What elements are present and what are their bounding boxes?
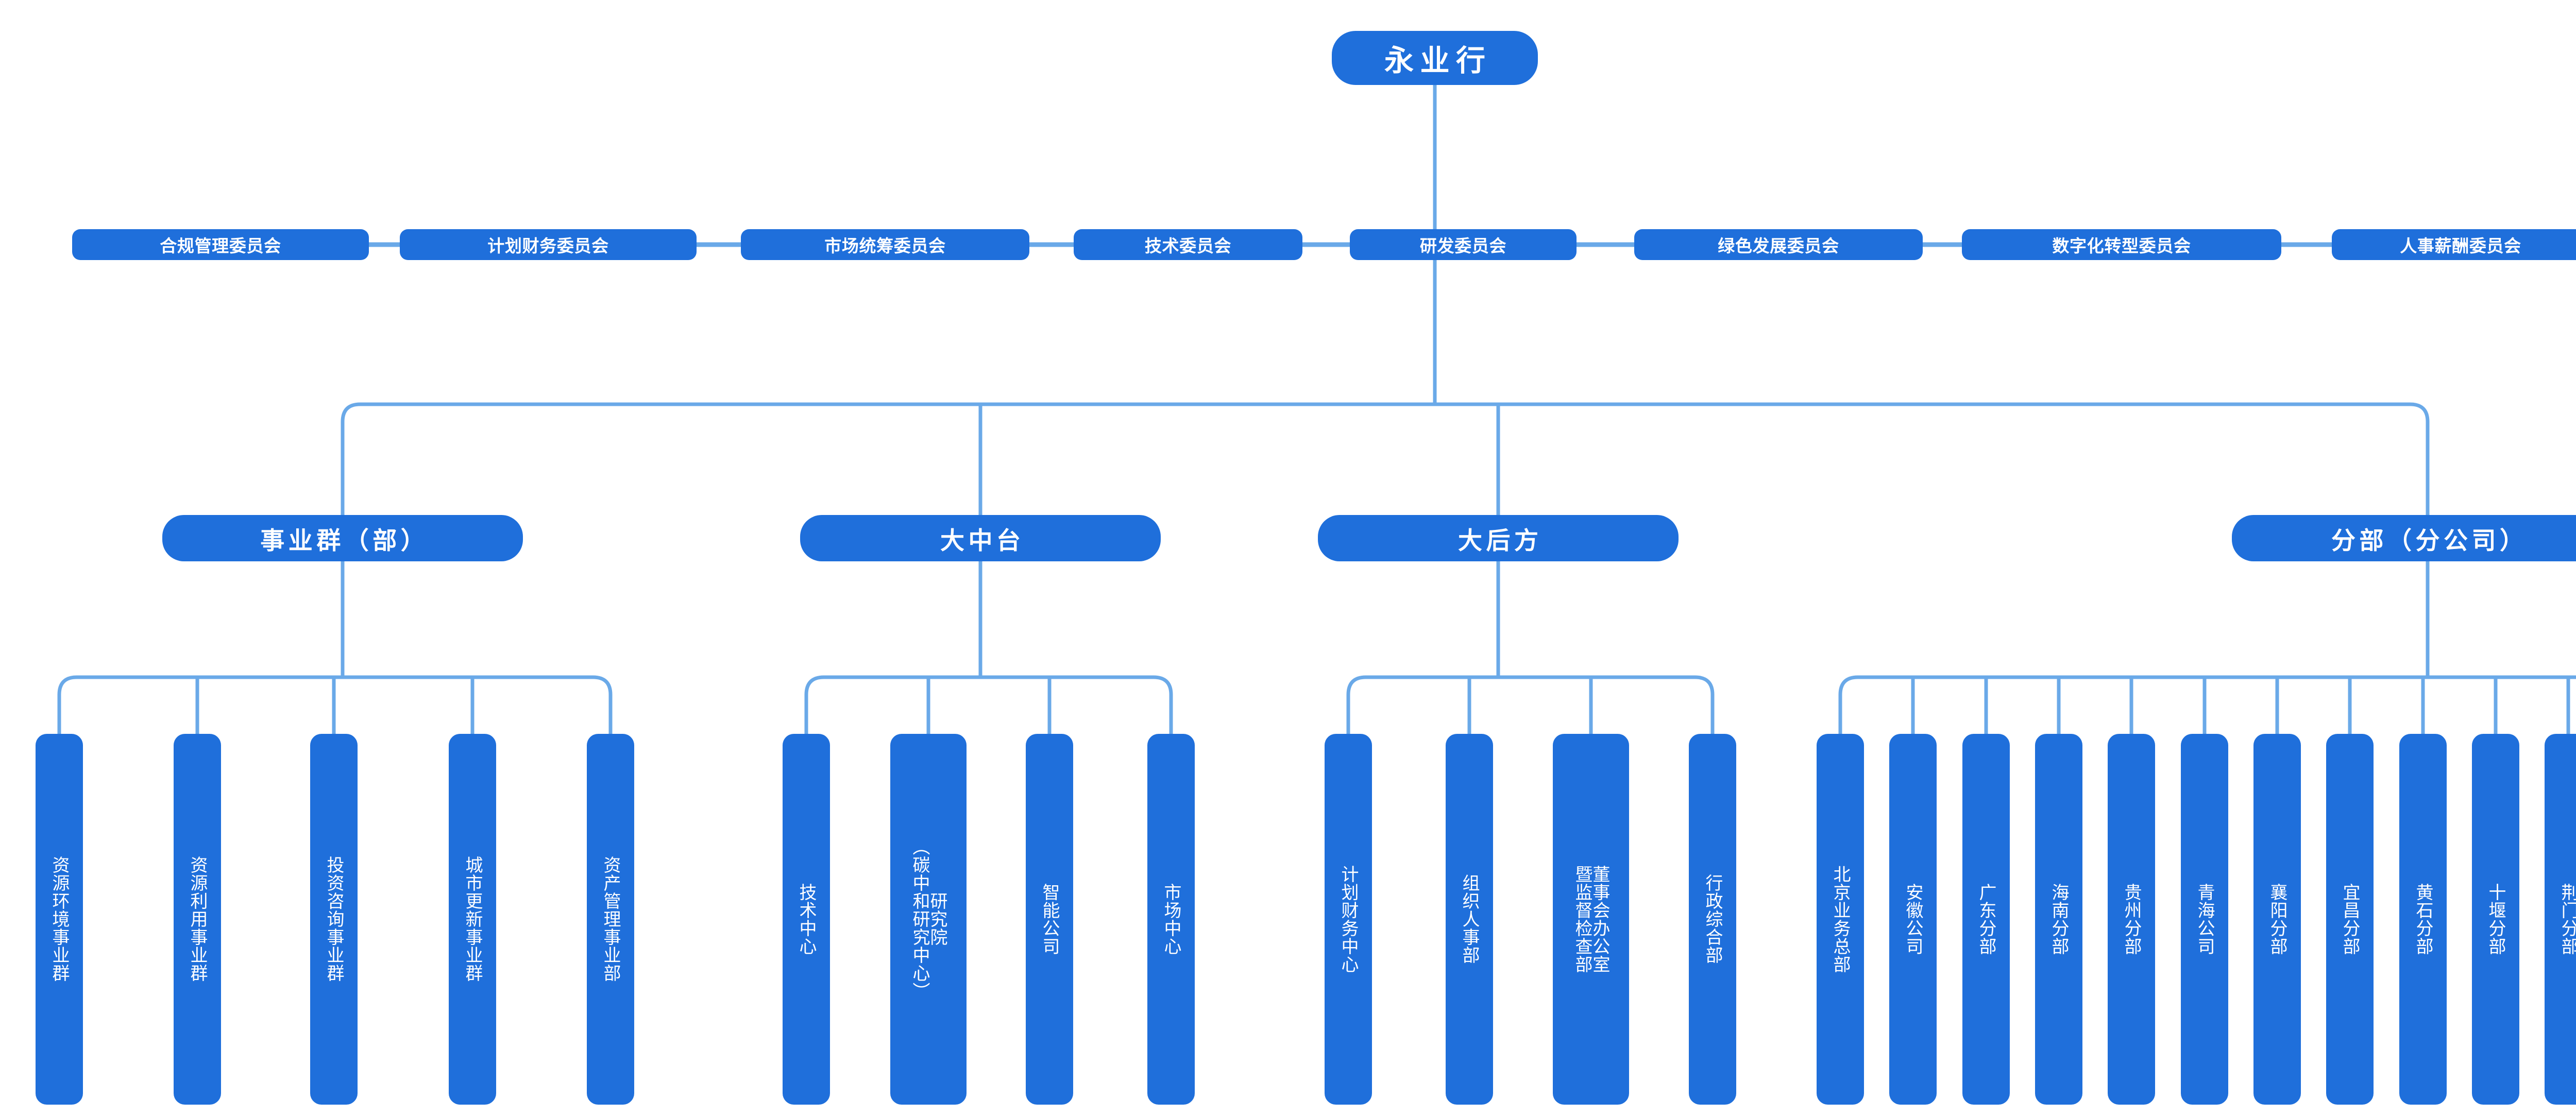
leaf-node-3-4[interactable]: 行政综合部 [1689,734,1736,1105]
leaf-label-line: 十堰分部 [2486,883,2506,956]
leaf-label-line: 海南分部 [2049,883,2069,956]
root-node[interactable]: 永业行 [1332,31,1538,85]
leaf-node-4-11[interactable]: 荆门分部 [2545,734,2576,1105]
leaf-label-columns: 青海公司 [2181,734,2228,1105]
leaf-label-line: 技术中心 [796,883,817,956]
leaf-label-line: 资产管理事业部 [601,856,621,983]
leaf-label-line: 研究院 [927,892,947,947]
leaf-label-line: 组织人事部 [1460,874,1480,965]
leaf-label-columns: 研究院（碳中和研究中心） [890,734,967,1105]
leaf-node-1-4[interactable]: 城市更新事业群 [449,734,496,1105]
leaf-label-line: 青海公司 [2195,883,2215,956]
leaf-node-2-4[interactable]: 市场中心 [1147,734,1195,1105]
leaf-label-columns: 贵州分部 [2108,734,2155,1105]
leaf-label-columns: 市场中心 [1147,734,1195,1105]
leaf-node-2-1[interactable]: 技术中心 [783,734,830,1105]
leaf-label-columns: 智能公司 [1026,734,1073,1105]
leaf-label-columns: 海南分部 [2035,734,2082,1105]
committee-node-1[interactable]: 合规管理委员会 [72,229,369,260]
leaf-label-line: 资源利用事业群 [188,856,208,983]
leaf-node-4-10[interactable]: 十堰分部 [2472,734,2519,1105]
leaf-label-columns: 资源利用事业群 [174,734,221,1105]
committee-node-5[interactable]: 研发委员会 [1350,229,1577,260]
group-node-1[interactable]: 事业群（部） [162,515,523,561]
leaf-label-line: 行政综合部 [1703,874,1723,965]
leaf-node-3-2[interactable]: 组织人事部 [1446,734,1493,1105]
committee-node-8[interactable]: 人事薪酬委员会 [2332,229,2576,260]
committee-node-4[interactable]: 技术委员会 [1074,229,1302,260]
leaf-label-columns: 广东分部 [1962,734,2010,1105]
leaf-node-3-3[interactable]: 董事会办公室暨监督检查部 [1553,734,1629,1105]
group-node-2[interactable]: 大中台 [800,515,1161,561]
leaf-node-4-7[interactable]: 襄阳分部 [2253,734,2301,1105]
leaf-node-1-5[interactable]: 资产管理事业部 [587,734,634,1105]
leaf-label-line: 安徽公司 [1903,883,1923,956]
leaf-label-columns: 安徽公司 [1889,734,1937,1105]
leaf-node-4-3[interactable]: 广东分部 [1962,734,2010,1105]
leaf-label-columns: 黄石分部 [2399,734,2447,1105]
leaf-node-4-5[interactable]: 贵州分部 [2108,734,2155,1105]
leaf-node-2-3[interactable]: 智能公司 [1026,734,1073,1105]
leaf-node-4-4[interactable]: 海南分部 [2035,734,2082,1105]
group-node-4[interactable]: 分部（分公司） [2232,515,2576,561]
leaf-node-4-6[interactable]: 青海公司 [2181,734,2228,1105]
leaf-label-line: 北京业务总部 [1831,865,1851,974]
leaf-label-line: 投资咨询事业群 [324,856,344,983]
leaf-node-1-2[interactable]: 资源利用事业群 [174,734,221,1105]
leaf-label-columns: 北京业务总部 [1817,734,1864,1105]
committee-node-3[interactable]: 市场统筹委员会 [741,229,1029,260]
leaf-label-columns: 投资咨询事业群 [310,734,358,1105]
leaf-label-line: （碳中和研究中心） [910,838,929,1001]
leaf-label-line: 市场中心 [1161,883,1181,956]
leaf-node-4-1[interactable]: 北京业务总部 [1817,734,1864,1105]
leaf-node-4-8[interactable]: 宜昌分部 [2326,734,2374,1105]
leaf-label-columns: 技术中心 [783,734,830,1105]
leaf-label-columns: 资产管理事业部 [587,734,634,1105]
leaf-label-columns: 襄阳分部 [2253,734,2301,1105]
committee-node-2[interactable]: 计划财务委员会 [400,229,697,260]
leaf-node-1-3[interactable]: 投资咨询事业群 [310,734,358,1105]
leaf-label-line: 襄阳分部 [2267,883,2287,956]
leaf-label-columns: 计划财务中心 [1325,734,1372,1105]
leaf-label-columns: 行政综合部 [1689,734,1736,1105]
group-node-3[interactable]: 大后方 [1318,515,1679,561]
leaf-label-line: 暨监督检查部 [1572,865,1592,974]
leaf-label-line: 广东分部 [1976,883,1996,956]
leaf-node-4-9[interactable]: 黄石分部 [2399,734,2447,1105]
leaf-label-columns: 资源环境事业群 [36,734,83,1105]
leaf-label-line: 资源环境事业群 [49,856,70,983]
leaf-label-line: 荆门分部 [2558,883,2576,956]
committee-node-7[interactable]: 数字化转型委员会 [1962,229,2281,260]
leaf-label-columns: 十堰分部 [2472,734,2519,1105]
leaf-node-4-2[interactable]: 安徽公司 [1889,734,1937,1105]
leaf-label-columns: 城市更新事业群 [449,734,496,1105]
leaf-label-columns: 董事会办公室暨监督检查部 [1553,734,1629,1105]
leaf-node-2-2[interactable]: 研究院（碳中和研究中心） [890,734,967,1105]
leaf-node-3-1[interactable]: 计划财务中心 [1325,734,1372,1105]
leaf-node-1-1[interactable]: 资源环境事业群 [36,734,83,1105]
leaf-label-line: 贵州分部 [2122,883,2142,956]
leaf-label-columns: 组织人事部 [1446,734,1493,1105]
leaf-label-line: 城市更新事业群 [463,856,483,983]
committee-node-6[interactable]: 绿色发展委员会 [1634,229,1923,260]
leaf-label-line: 黄石分部 [2413,883,2433,956]
leaf-label-columns: 荆门分部 [2545,734,2576,1105]
leaf-label-line: 董事会办公室 [1590,865,1609,974]
leaf-label-line: 计划财务中心 [1338,865,1359,974]
leaf-label-line: 智能公司 [1040,883,1060,956]
leaf-label-line: 宜昌分部 [2340,883,2360,956]
leaf-label-columns: 宜昌分部 [2326,734,2374,1105]
